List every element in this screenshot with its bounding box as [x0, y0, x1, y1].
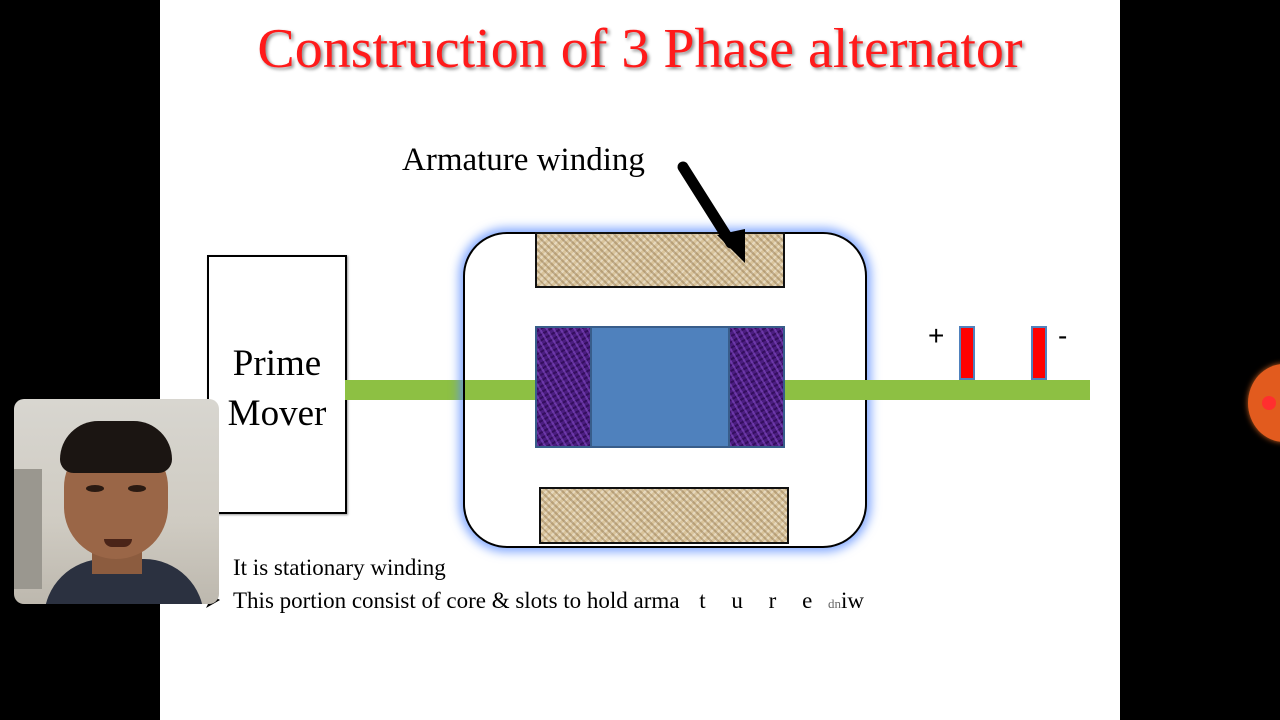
caption-line-2-ghost: dn — [828, 596, 842, 611]
slide: Construction of 3 Phase alternator Armat… — [160, 0, 1120, 720]
prime-mover-label-line1: Prime — [232, 343, 322, 384]
webcam-background-door — [14, 469, 42, 589]
slip-ring-positive — [959, 326, 975, 380]
armature-pointer-arrow-icon — [677, 161, 745, 263]
webcam-presenter-mouth — [104, 539, 132, 547]
shaft-inner-left — [465, 380, 537, 400]
prime-mover-box: Prime Mover — [207, 255, 347, 514]
plus-sign: + — [928, 320, 945, 351]
armature-winding-label: Armature winding — [402, 142, 645, 178]
record-button[interactable] — [1248, 364, 1280, 442]
caption-line-2-animated: t u r e — [699, 588, 823, 613]
armature-winding-bottom — [539, 487, 789, 544]
prime-mover-label-line2: Mover — [227, 393, 327, 434]
webcam-overlay[interactable] — [14, 399, 219, 604]
caption-line-1: It is stationary winding — [233, 555, 446, 580]
webcam-presenter-eye-right — [128, 485, 146, 492]
caption-line-2-main: This portion consist of core & slots to … — [233, 588, 680, 613]
webcam-presenter-hair — [60, 421, 172, 473]
webcam-presenter-eye-left — [86, 485, 104, 492]
caption-line-2-end: iw — [841, 588, 865, 613]
minus-sign: - — [1058, 320, 1068, 351]
field-pole-left — [535, 326, 592, 448]
slide-title: Construction of 3 Phase alternator — [257, 18, 1023, 80]
prime-mover-label: Prime Mover — [209, 339, 345, 439]
slip-ring-negative — [1031, 326, 1047, 380]
shaft-right — [785, 380, 1090, 400]
caption-line-2: This portion consist of core & slots to … — [233, 588, 864, 614]
record-icon — [1262, 396, 1276, 410]
field-pole-right — [728, 326, 785, 448]
